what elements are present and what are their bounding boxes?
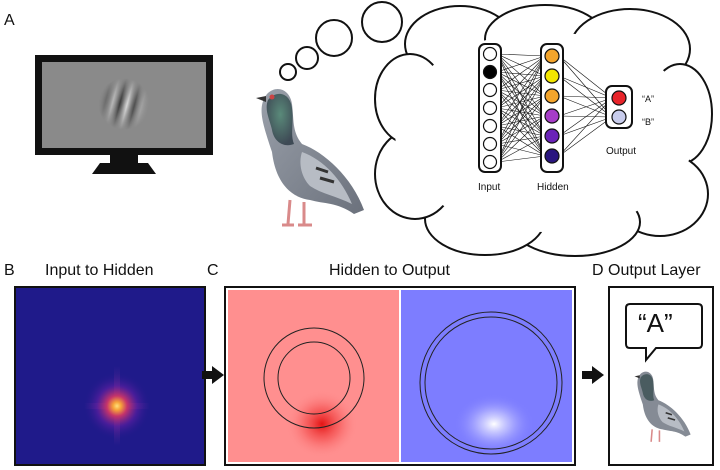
panel-d-title-text: Output Layer: [608, 262, 701, 279]
input-node: [482, 118, 498, 134]
hidden-node: [544, 88, 560, 104]
output-node: [611, 90, 627, 106]
network-diagram: [478, 43, 633, 173]
input-node: [482, 82, 498, 98]
output-b-label: “B”: [642, 117, 654, 127]
panel-b-letter: B: [4, 262, 15, 279]
panel-d-letter: D: [592, 262, 604, 279]
panel-d-title: D Output Layer: [592, 262, 701, 280]
pigeon-image: [256, 89, 364, 227]
hidden-label: Hidden: [537, 182, 569, 193]
hidden-to-output-maps: [224, 286, 576, 466]
monitor-icon: [35, 55, 213, 174]
hidden-node: [544, 68, 560, 84]
speech-bubble: [625, 303, 703, 363]
output-node: [611, 109, 627, 125]
panel-c-letter: C: [207, 262, 219, 279]
thought-bubbles: [279, 1, 403, 81]
input-node: [482, 46, 498, 62]
input-node: [482, 136, 498, 152]
panel-c-title: Hidden to Output: [329, 262, 450, 279]
output-label: Output: [606, 146, 637, 157]
thought-cloud: [374, 4, 713, 257]
speech-text: “A”: [638, 308, 673, 338]
output-layer-panel: [608, 286, 714, 466]
panel-a-letter: A: [4, 12, 15, 29]
input-node: [482, 154, 498, 170]
panel-b-title: Input to Hidden: [45, 262, 154, 279]
hidden-node: [544, 108, 560, 124]
hidden-node: [544, 148, 560, 164]
arrow-right-icon: [582, 366, 604, 384]
arrow-right-icon: [202, 366, 224, 384]
input-node: [482, 100, 498, 116]
output-a-label: “A”: [642, 94, 654, 104]
input-label: Input: [478, 182, 501, 193]
pigeon-small-image: [634, 371, 691, 442]
hidden-node: [544, 128, 560, 144]
input-to-hidden-heatmap: [14, 286, 206, 466]
input-node: [482, 64, 498, 80]
hidden-node: [544, 48, 560, 64]
